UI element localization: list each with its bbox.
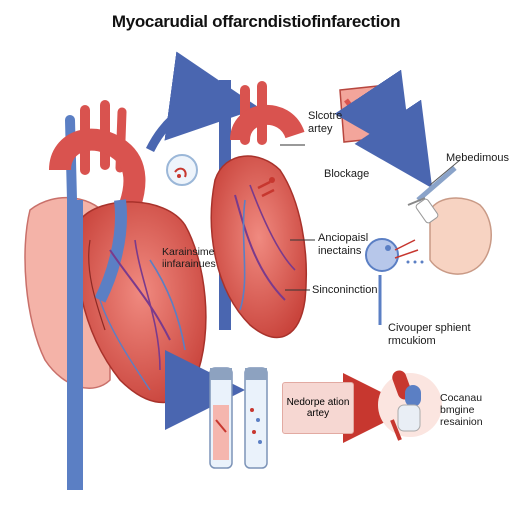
flow-arrow-bottom	[164, 349, 245, 430]
label-blockage: Blockage	[324, 168, 370, 180]
label-cocanau: Cocanau bmgine resainion	[440, 392, 483, 429]
flow-arrow-top	[145, 51, 260, 153]
balloon-catheter	[365, 238, 424, 325]
label-slocter: Slcotre artey	[308, 110, 343, 135]
blockage-card	[339, 85, 383, 143]
pill-icon	[378, 370, 442, 441]
middle-heart-body	[210, 155, 308, 338]
test-vials	[209, 367, 268, 469]
label-anciopaisl: Anciopaisl inectains	[318, 232, 369, 257]
hand-syringe	[407, 159, 492, 275]
middle-heart	[210, 80, 315, 338]
double-arrow	[334, 69, 433, 189]
label-karainsime: Karainsime iinfarainues	[162, 246, 216, 271]
label-civouper: Civouper sphient rmcukiom	[388, 322, 471, 347]
diagram-title: Myocarudial offarcndistiofinfarection	[111, 12, 401, 31]
label-nedorpe: Nedorpe ation artey	[282, 382, 354, 434]
label-mebedimous: Mebedimous	[446, 152, 509, 164]
blockage-mark	[257, 180, 275, 198]
magnifier-icon	[166, 154, 198, 186]
label-sinconinction: Sinconinction	[312, 284, 378, 296]
